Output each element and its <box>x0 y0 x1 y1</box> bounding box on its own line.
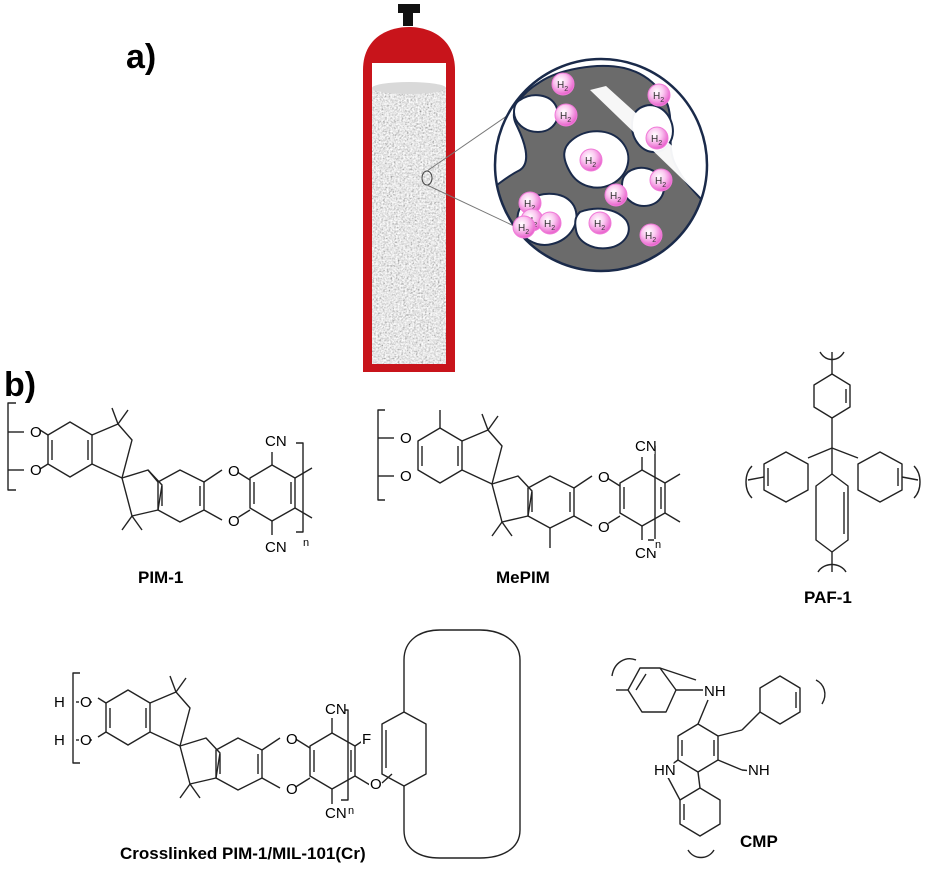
crosslinked-name: Crosslinked PIM-1/MIL-101(Cr) <box>120 844 366 863</box>
h2-molecule: H2 <box>551 72 575 96</box>
atom-label-o: O <box>286 731 298 748</box>
panel-b <box>7 351 921 859</box>
atom-label-n: n <box>303 537 309 549</box>
atom-label-cn: CN <box>265 539 287 556</box>
h2-label: H2 <box>544 219 555 232</box>
porous-material <box>372 88 446 364</box>
atom-label-o: O <box>30 424 42 441</box>
h2-molecule: H2 <box>588 211 612 235</box>
atom-label-cn: CN <box>325 805 347 822</box>
h2-molecule: H2 <box>579 148 603 172</box>
pim1-name: PIM-1 <box>138 568 184 587</box>
atom-label-h: H <box>54 732 65 749</box>
h2-label: H2 <box>557 80 568 93</box>
mepim-structure <box>377 409 681 548</box>
h2-molecule: H2 <box>639 223 663 247</box>
h2-label: H2 <box>655 176 666 189</box>
atom-label-cn: CN <box>265 433 287 450</box>
h2-molecules: H2H2H2H2H2H2H2H2H2H2H2H2H2 <box>512 72 673 247</box>
h2-label: H2 <box>518 223 529 236</box>
atom-label-o: O <box>30 462 42 479</box>
atom-label-o: O <box>598 469 610 486</box>
h2-molecule: H2 <box>649 168 673 192</box>
h2-label: H2 <box>610 191 621 204</box>
pim1-structure <box>7 402 313 535</box>
atom-label-o: O <box>400 430 412 447</box>
atom-label-cn: CN <box>635 438 657 455</box>
cmp-structure <box>611 658 826 859</box>
atom-label-f: F <box>362 731 371 748</box>
h2-molecule: H2 <box>647 83 671 107</box>
atom-label-h: H <box>54 694 65 711</box>
h2-molecule: H2 <box>604 183 628 207</box>
pore-void <box>512 94 559 134</box>
h2-molecule: H2 <box>554 103 578 127</box>
h2-label: H2 <box>585 156 596 169</box>
atom-label-o: O <box>80 732 92 749</box>
atom-label-o: O <box>80 694 92 711</box>
atom-label-nh: NH <box>704 683 726 700</box>
atom-label-o: O <box>598 519 610 536</box>
valve-stem <box>403 12 413 26</box>
h2-label: H2 <box>594 219 605 232</box>
material-top <box>372 82 446 94</box>
h2-label: H2 <box>645 231 656 244</box>
h2-label: H2 <box>560 111 571 124</box>
paf1-structure <box>745 351 921 573</box>
crosslinked-structure <box>72 629 521 859</box>
h2-label: H2 <box>524 199 535 212</box>
valve-cap <box>398 4 420 13</box>
panel-b-label: b) <box>4 366 37 404</box>
atom-label-o: O <box>228 513 240 530</box>
atom-label-n: n <box>655 539 661 551</box>
atom-label-o: O <box>370 776 382 793</box>
h2-label: H2 <box>651 134 662 147</box>
magnifier-border <box>493 57 709 273</box>
paf1-name: PAF-1 <box>804 588 852 607</box>
hydrogen-cylinder <box>363 4 455 372</box>
atom-label-cn: CN <box>635 545 657 562</box>
atom-label-hn: HN <box>654 762 676 779</box>
panel-a: H2H2H2H2H2H2H2H2H2H2H2H2H2 <box>363 4 709 372</box>
magnified-pore-view <box>493 57 709 273</box>
h2-molecule: H2 <box>538 211 562 235</box>
h2-label: H2 <box>653 91 664 104</box>
atom-label-o: O <box>286 781 298 798</box>
atom-label-n: n <box>348 805 354 817</box>
mepim-name: MePIM <box>496 568 550 587</box>
cmp-name: CMP <box>740 832 778 851</box>
h2-molecule: H2 <box>645 126 669 150</box>
atom-label-nh: NH <box>748 762 770 779</box>
atom-label-cn: CN <box>325 701 347 718</box>
h2-molecule: H2 <box>512 215 536 239</box>
atom-label-o: O <box>400 468 412 485</box>
panel-a-label: a) <box>126 38 157 76</box>
atom-label-o: O <box>228 463 240 480</box>
